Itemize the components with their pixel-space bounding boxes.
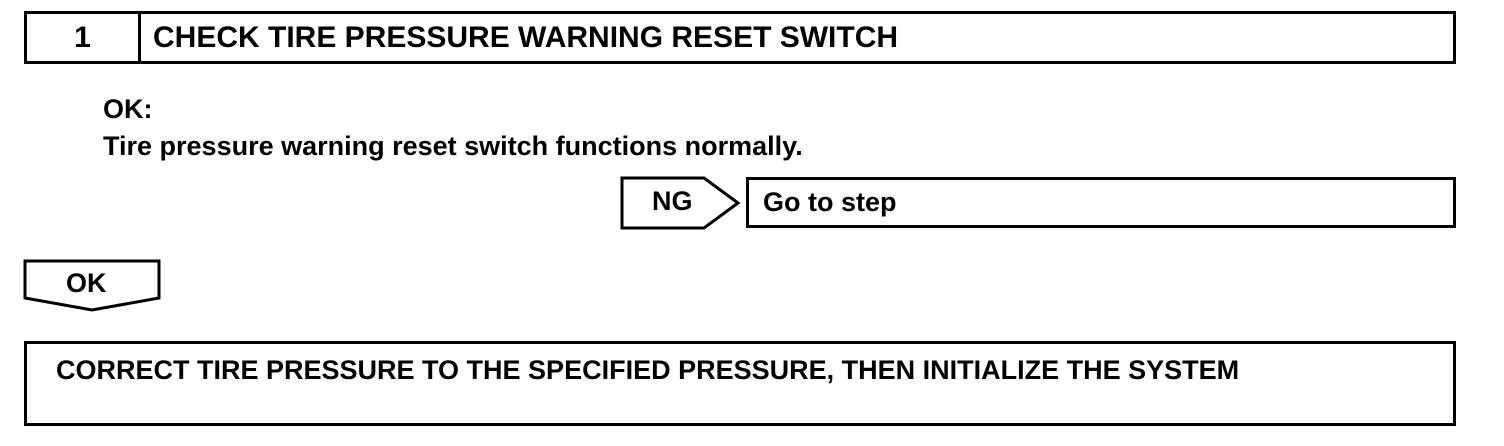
ng-result-box[interactable]: Go to step (746, 177, 1456, 228)
step-title: CHECK TIRE PRESSURE WARNING RESET SWITCH (153, 20, 899, 54)
ok-description: Tire pressure warning reset switch funct… (103, 131, 803, 161)
step-header: 1 CHECK TIRE PRESSURE WARNING RESET SWIT… (24, 11, 1456, 64)
ok-arrow-label: OK (66, 268, 107, 298)
ng-label: NG (652, 186, 693, 216)
step-number: 1 (27, 14, 141, 61)
ok-down-arrow-icon[interactable] (22, 259, 162, 313)
final-action-box: CORRECT TIRE PRESSURE TO THE SPECIFIED P… (24, 341, 1456, 426)
ok-heading: OK: (103, 94, 153, 124)
ng-arrow-icon[interactable] (620, 176, 746, 230)
